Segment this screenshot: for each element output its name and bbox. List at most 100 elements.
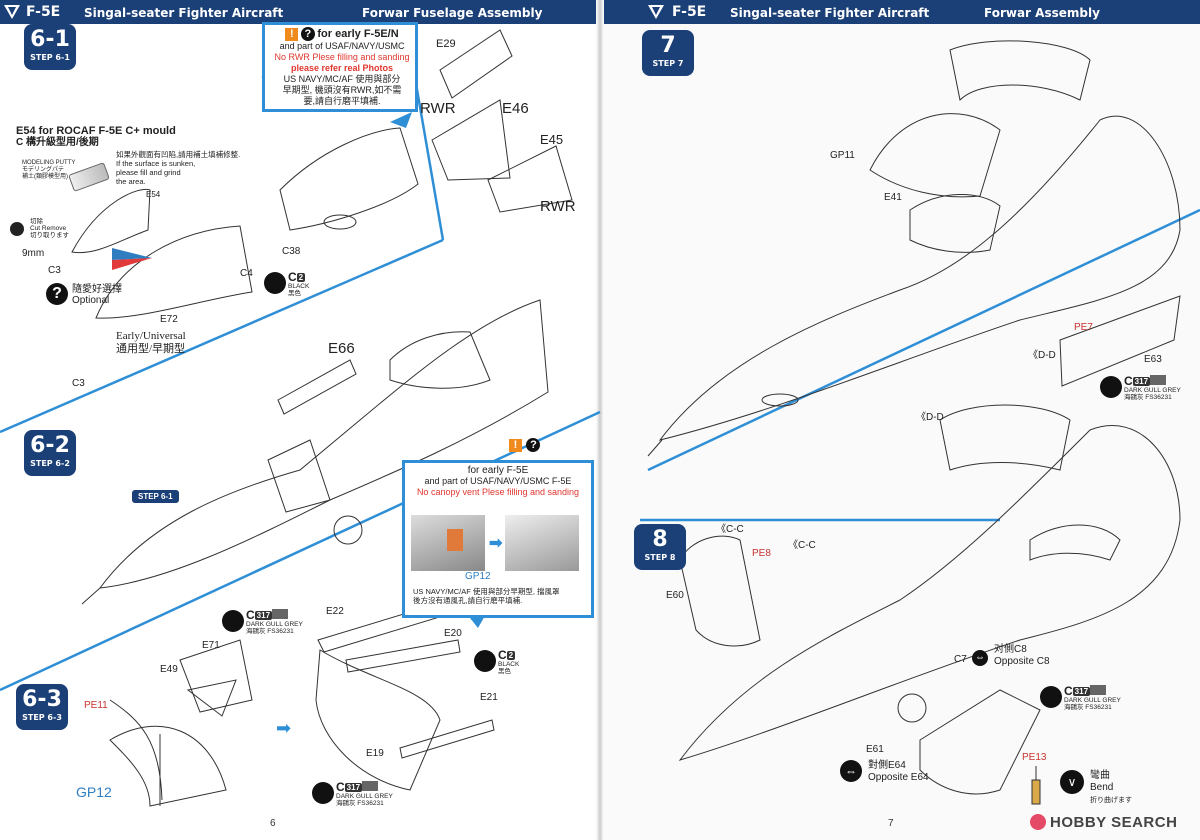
hobby-search-watermark: HOBBY SEARCH bbox=[1030, 812, 1195, 834]
header-band-right: F-5E Singal-seater Fighter Aircraft Forw… bbox=[604, 0, 1200, 24]
part-label: RWR bbox=[540, 198, 576, 215]
callout-warning: please refer real Photos bbox=[290, 63, 394, 73]
part-label: E71 bbox=[202, 640, 220, 651]
instruction-cn: 如果外觀面有凹陷,請用補土填補修整. bbox=[116, 150, 241, 159]
paint-number: 317 bbox=[1132, 377, 1151, 387]
part-label: E49 bbox=[160, 664, 178, 675]
callout-icons: ! ? bbox=[509, 435, 541, 453]
optional-en: Optional bbox=[72, 295, 110, 306]
part-label: E46 bbox=[502, 100, 529, 117]
part-label: E63 bbox=[1144, 354, 1162, 365]
paint-cn: 黑色 bbox=[498, 668, 511, 675]
instruction-en: please fill and grind bbox=[116, 168, 181, 177]
gp12-label: GP12 bbox=[465, 571, 491, 582]
paint-pot-icon bbox=[474, 650, 496, 672]
putty-jp: モデリングパテ bbox=[22, 167, 65, 173]
callout-line: and part of USAF/NAVY/USMC bbox=[279, 41, 405, 51]
fit-arrow-icon bbox=[112, 248, 152, 270]
paint-code: C bbox=[498, 648, 507, 662]
step-label: STEP 8 bbox=[644, 553, 676, 562]
step-6-3-tab: 6-3 STEP 6-3 bbox=[16, 684, 68, 730]
part-label: E54 bbox=[146, 190, 161, 199]
opposite-side-icon: ⇔ bbox=[972, 650, 988, 666]
paint-name: BLACK bbox=[288, 283, 310, 290]
opposite-c8-label: 对側C8 Opposite C8 bbox=[994, 644, 1050, 668]
warning-icon: ! bbox=[509, 439, 522, 452]
page-gutter bbox=[596, 0, 604, 840]
paint-pot-icon bbox=[264, 272, 286, 294]
part-label: C4 bbox=[240, 268, 253, 279]
part-label: PE11 bbox=[84, 700, 108, 711]
opposite-en: Opposite C8 bbox=[994, 656, 1050, 667]
part-label: GP12 bbox=[76, 784, 112, 800]
aircraft-name: F-5E bbox=[26, 4, 61, 20]
callout-line: 後方沒有通風孔,請自行磨平填補. bbox=[413, 596, 523, 605]
optional-cn: 隨愛好選擇 bbox=[72, 284, 122, 295]
canopy-vent-photo-before bbox=[411, 515, 485, 571]
part-label: E20 bbox=[444, 628, 462, 639]
bend-en: Bend bbox=[1090, 782, 1114, 793]
paint-cn: 海鷗灰 FS36231 bbox=[246, 628, 294, 635]
e54-instructions: 如果外觀面有凹陷,請用補土填補修整. If the surface is sun… bbox=[116, 150, 240, 186]
step-6-1-reference: STEP 6-1 bbox=[132, 490, 179, 503]
question-icon: ? bbox=[300, 27, 315, 41]
dimension-label: 9mm bbox=[22, 248, 45, 259]
part-label: E21 bbox=[480, 692, 498, 703]
optional-label: 隨愛好選擇 Optional bbox=[72, 284, 122, 306]
opposite-cn: 对側C8 bbox=[994, 644, 1027, 655]
part-label: E60 bbox=[666, 590, 684, 601]
callout-line: 早期型, 機頭沒有RWR,如不需 bbox=[282, 85, 402, 95]
nose-cone-6-1 bbox=[71, 29, 573, 319]
part-label: E19 bbox=[366, 748, 384, 759]
paint-number: 2 bbox=[506, 651, 516, 661]
part-label: PE13 bbox=[1022, 752, 1047, 763]
e54-note: E54 for ROCAF F-5E C+ mould C 構升級型用/後期 bbox=[16, 126, 176, 149]
hobby-search-logo-icon bbox=[1030, 814, 1046, 830]
section-marker: 《C-C bbox=[716, 524, 744, 535]
part-label: E72 bbox=[160, 314, 178, 325]
putty-en: MODELING PUTTY bbox=[22, 160, 76, 166]
paint-swatch bbox=[272, 609, 288, 619]
arrow-right-icon: ➡ bbox=[276, 718, 292, 738]
putty-cn: 補土(類膠模型用) bbox=[22, 174, 68, 180]
part-label: E45 bbox=[540, 132, 564, 147]
bend-label: 彎曲 Bend 折り曲げます bbox=[1090, 770, 1132, 807]
section-title: Forwar Assembly bbox=[984, 6, 1100, 20]
paint-swatch bbox=[1150, 375, 1166, 385]
step-6-1-tab: 6-1 STEP 6-1 bbox=[24, 24, 76, 70]
page-number-right: 7 bbox=[888, 818, 894, 829]
brand-logo-icon bbox=[648, 5, 664, 19]
part-label: PE7 bbox=[1074, 322, 1093, 333]
part-label: C38 bbox=[282, 246, 301, 257]
opposite-side-icon: ⇔ bbox=[840, 760, 862, 782]
paint-cn: 海鷗灰 FS36231 bbox=[1124, 394, 1172, 401]
bend-cn: 彎曲 bbox=[1090, 770, 1110, 781]
step-label: STEP 7 bbox=[652, 59, 684, 68]
opposite-e64-label: 對側E64 Opposite E64 bbox=[868, 760, 929, 784]
cut-en: Cut Remove bbox=[30, 225, 67, 232]
fuselage-7 bbox=[647, 40, 1181, 457]
paint-pot-icon bbox=[1040, 686, 1062, 708]
paint-code: C bbox=[246, 608, 255, 622]
step-number: 6-1 bbox=[30, 27, 70, 52]
arrow-right-icon: ➡ bbox=[489, 535, 503, 552]
paint-number: 317 bbox=[254, 611, 273, 621]
part-label: C3 bbox=[72, 378, 85, 389]
part-label: E41 bbox=[884, 192, 902, 203]
paint-code: C bbox=[1064, 684, 1073, 698]
section-marker: 《C-C bbox=[788, 540, 816, 551]
paint-number: 317 bbox=[1072, 687, 1091, 697]
instruction-en: the area. bbox=[116, 177, 146, 186]
paint-code: C bbox=[288, 270, 297, 284]
opposite-en: Opposite E64 bbox=[868, 772, 929, 783]
paint-pot-icon bbox=[312, 782, 334, 804]
optional-icon: ? bbox=[46, 283, 68, 305]
cut-cn: 切除 bbox=[30, 218, 43, 225]
question-icon: ? bbox=[526, 438, 541, 452]
early-f5en-callout: ! ? for early F-5E/N and part of USAF/NA… bbox=[262, 22, 418, 112]
watermark-text: HOBBY SEARCH bbox=[1050, 814, 1178, 831]
